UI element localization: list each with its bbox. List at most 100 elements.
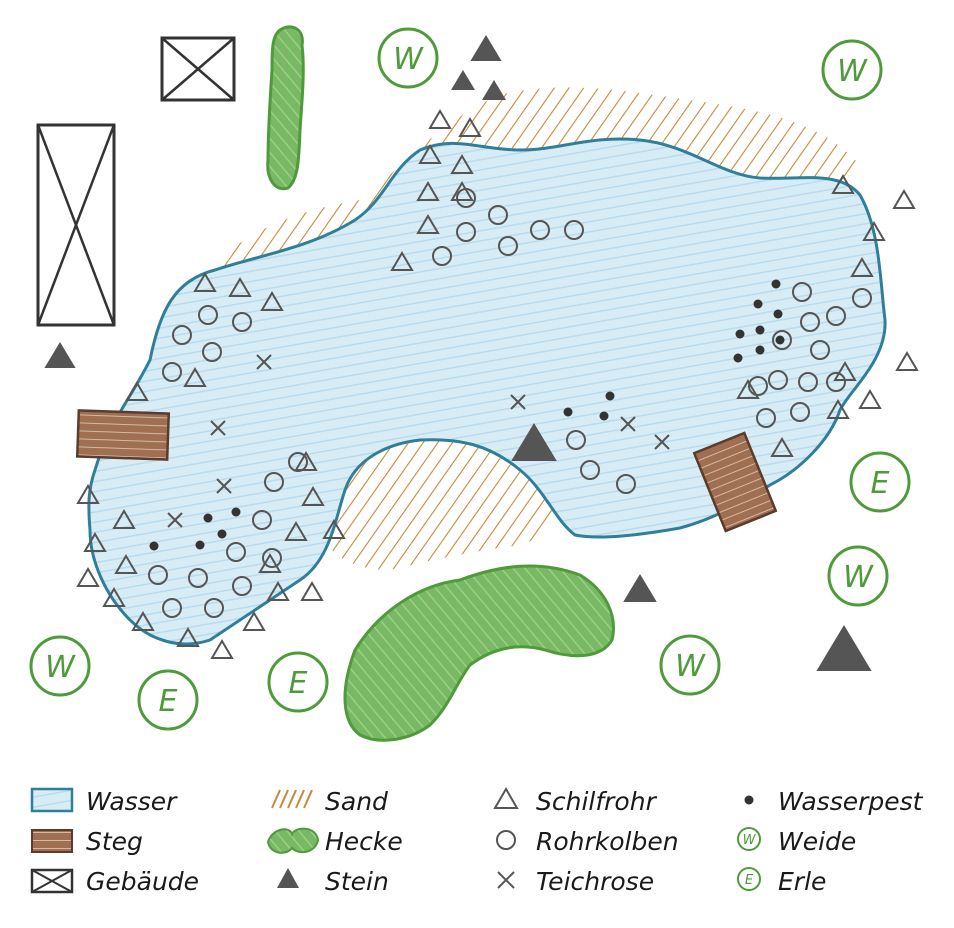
reed-symbol [416,181,440,201]
stone-symbol [816,625,872,671]
building-small [160,36,236,102]
cattail-symbol [488,205,508,225]
reed-symbol [892,189,916,209]
cattail-symbol [810,340,830,360]
waterweed-symbol [149,541,159,551]
reed-symbol [242,611,266,631]
alder-tree-symbol: E [267,651,329,713]
legend-alder-label: Erle [778,867,826,896]
hedge-south [343,564,615,742]
waterweed-symbol [755,325,765,335]
waterweed-symbol [773,309,783,319]
hedges [266,25,615,742]
legend-waterweed-swatch [744,795,754,805]
svg-text:E: E [289,666,308,701]
jetty-west [75,409,171,461]
cattail-symbol [564,220,584,240]
reed-symbol [850,257,874,277]
legend-jetty-swatch [31,829,73,853]
reed-symbol [102,587,126,607]
reed-symbol [858,389,882,409]
waterweed-symbol [735,329,745,339]
cattail-symbol [232,576,252,596]
stone-symbols [44,35,872,671]
svg-text:W: W [45,650,76,685]
reed-symbol [416,214,440,234]
legend-hedge-swatch [266,827,320,854]
legend-stone-swatch [277,868,299,888]
waterlily-symbol [210,420,226,436]
waterweed-symbols [149,279,785,551]
waterweed-symbol [733,353,743,363]
alder-tree-symbol: E [137,669,199,731]
reed-symbol [826,399,850,419]
reed-symbol [83,532,107,552]
cattail-symbol [198,305,218,325]
reed-symbol [301,486,325,506]
cattail-symbol [188,568,208,588]
willow-tree-symbol: W [659,634,721,696]
legend-sand-label: Sand [325,787,388,816]
reed-symbol [300,581,324,601]
legend-building-swatch [30,868,74,894]
stone-symbol [623,574,657,602]
legend-cattail-swatch [496,830,516,850]
cattail-symbol [772,330,792,350]
waterweed-symbol [231,507,241,517]
cattail-symbol [162,598,182,618]
cattail-symbols [148,188,872,618]
buildings [36,36,236,327]
cattail-symbol [852,288,872,308]
reed-symbol [260,291,284,311]
reed-symbol [862,221,886,241]
cattail-symbol [768,370,788,390]
reed-symbol [176,627,200,647]
cattail-symbol [252,510,272,530]
reed-symbol [284,521,308,541]
stone-symbol [511,423,557,461]
reed-symbol [458,117,482,137]
cattail-symbol [616,474,636,494]
reed-symbol [428,109,452,129]
waterlily-symbol [654,434,670,450]
svg-text:E: E [159,684,178,719]
cattail-symbol [456,222,476,242]
jetty-east [692,431,778,533]
svg-text:W: W [837,54,868,89]
legend-alder-swatch: E [737,867,761,891]
cattail-symbol [530,220,550,240]
cattail-symbol [456,188,476,208]
waterweed-symbol [753,299,763,309]
reed-symbol [831,174,855,194]
reed-symbol [322,519,346,539]
reed-symbol [131,611,155,631]
stone-symbol [44,342,76,368]
pond-water [87,137,887,646]
reed-symbol [228,277,252,297]
cattail-symbol [232,312,252,332]
cattail-symbol [826,372,846,392]
waterweed-symbol [771,279,781,289]
cattail-symbol [262,548,282,568]
waterlily-symbol [256,354,272,370]
cattail-symbol [826,306,846,326]
cattail-symbol [204,598,224,618]
cattail-symbol [792,282,812,302]
legend-willow-label: Weide [778,827,856,856]
waterweed-symbol [563,407,573,417]
legend-waterweed-label: Wasserpest [778,787,924,816]
legend-water-label: Wasser [86,787,178,816]
legend-waterlily-swatch [497,871,515,889]
waterlily-symbol [510,394,526,410]
hedge-north [266,25,305,191]
legend-building-label: Gebäude [86,867,199,896]
cattail-symbol [288,452,308,472]
waterlily-symbols [167,354,670,528]
cattail-symbol [432,246,452,266]
sand-area-north [200,87,860,300]
waterweed-symbol [605,391,615,401]
reed-symbol [450,181,474,201]
reed-symbol [125,381,149,401]
legend-stone-label: Stein [325,867,389,896]
